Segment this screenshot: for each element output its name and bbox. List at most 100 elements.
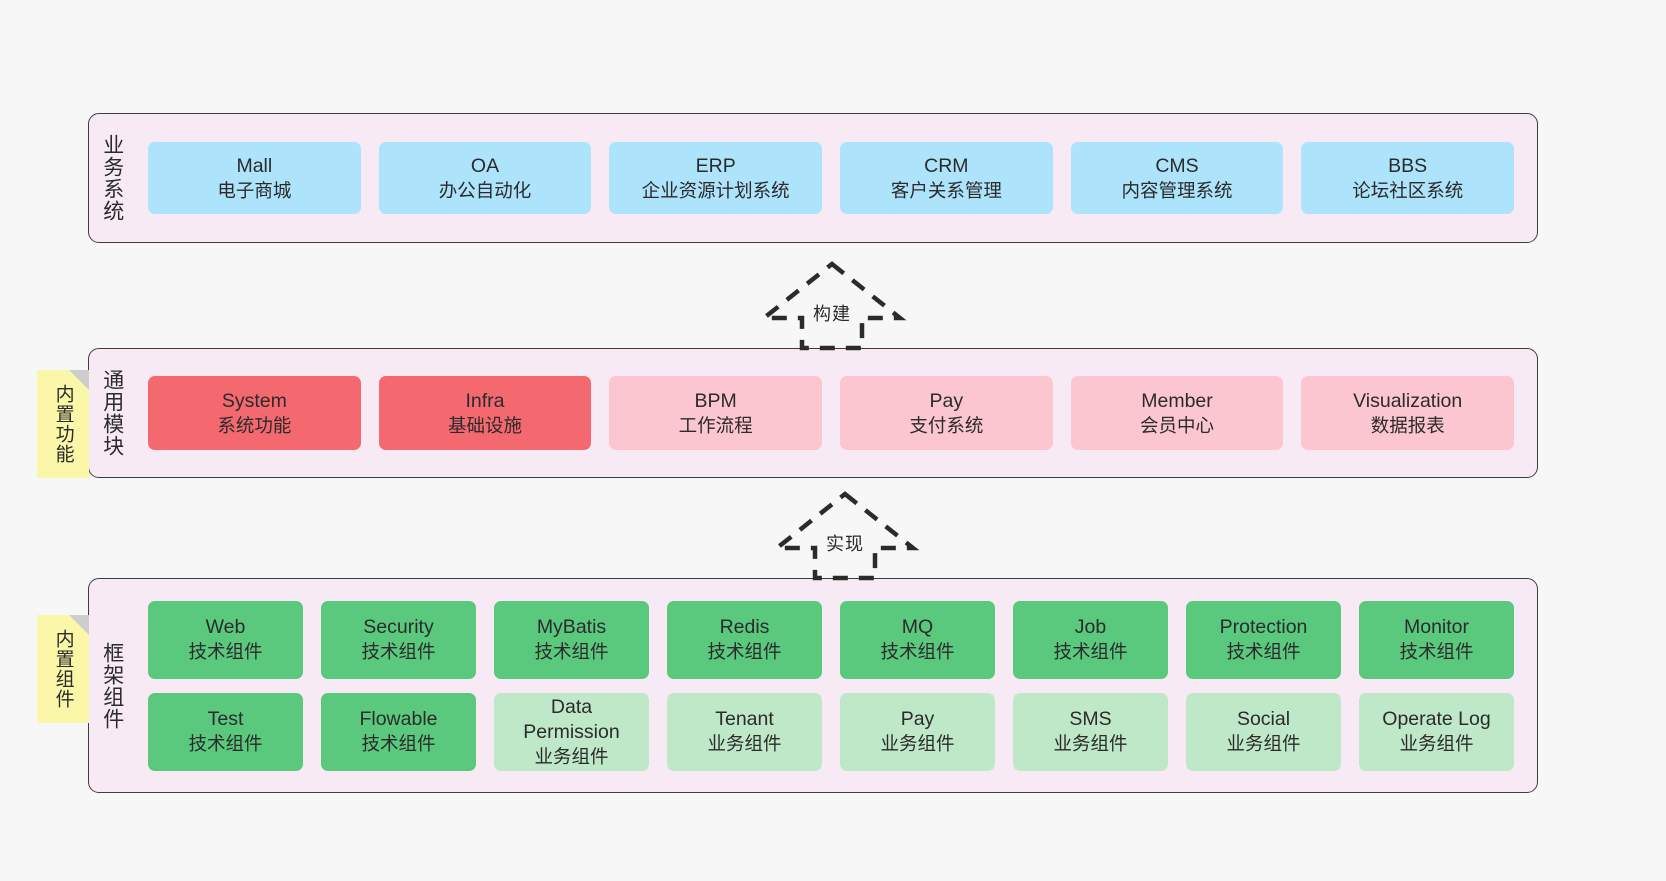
- card-erp[interactable]: ERP 企业资源计划系统: [609, 142, 823, 214]
- arrow-build: 构建: [757, 256, 907, 352]
- card-title: Pay: [929, 389, 964, 412]
- card-subtitle: 技术组件: [361, 641, 436, 663]
- card-subtitle: 技术组件: [1053, 641, 1128, 663]
- card-social[interactable]: Social 业务组件: [1186, 692, 1341, 771]
- layer-body-common-modules: System 系统功能 Infra 基础设施 BPM 工作流程 Pay 支付系统…: [135, 349, 1537, 477]
- arrow-implement-label: 实现: [826, 534, 864, 554]
- card-crm[interactable]: CRM 客户关系管理: [840, 142, 1053, 214]
- note-built-in-functions: 内置功能: [37, 370, 89, 478]
- card-subtitle: 技术组件: [707, 641, 782, 663]
- card-subtitle: 技术组件: [361, 733, 436, 755]
- card-subtitle: 数据报表: [1370, 414, 1445, 436]
- card-system[interactable]: System 系统功能: [148, 376, 361, 450]
- card-security[interactable]: Security 技术组件: [321, 600, 476, 679]
- card-title: System: [221, 389, 287, 412]
- layer-body-business-systems: Mall 电子商城 OA 办公自动化 ERP 企业资源计划系统 CRM 客户关系…: [135, 114, 1537, 242]
- card-subtitle: 支付系统: [909, 414, 984, 436]
- card-sms[interactable]: SMS 业务组件: [1013, 692, 1168, 771]
- card-protection[interactable]: Protection 技术组件: [1186, 600, 1341, 679]
- layer-business-systems: 业务系统 Mall 电子商城 OA 办公自动化 ERP 企业资源计划系统 CRM…: [88, 113, 1538, 243]
- card-tenant[interactable]: Tenant 业务组件: [667, 692, 822, 771]
- card-bbs[interactable]: BBS 论坛社区系统: [1301, 142, 1515, 214]
- note-label: 内置功能: [52, 384, 74, 464]
- card-job[interactable]: Job 技术组件: [1013, 600, 1168, 679]
- card-title: Mall: [236, 154, 273, 177]
- card-oa[interactable]: OA 办公自动化: [378, 142, 592, 214]
- card-pay-module[interactable]: Pay 支付系统: [840, 376, 1053, 450]
- card-title: Protection: [1219, 616, 1308, 639]
- card-title: MyBatis: [536, 616, 607, 639]
- card-title: SMS: [1069, 708, 1112, 731]
- framework-row-business: Test 技术组件 Flowable 技术组件 Data Permission …: [139, 692, 1523, 771]
- card-subtitle: 企业资源计划系统: [641, 179, 790, 201]
- layer-body-framework-components: Web 技术组件 Security 技术组件 MyBatis 技术组件 Redi…: [135, 579, 1537, 792]
- card-pay-component[interactable]: Pay 业务组件: [840, 692, 995, 771]
- card-monitor[interactable]: Monitor 技术组件: [1359, 600, 1514, 679]
- page-fold-icon: [69, 370, 89, 390]
- card-title: ERP: [695, 154, 736, 177]
- card-title: Data Permission: [523, 695, 620, 743]
- card-subtitle: 业务组件: [880, 733, 955, 755]
- card-cms[interactable]: CMS 内容管理系统: [1070, 142, 1284, 214]
- layer-common-modules: 通用模块 System 系统功能 Infra 基础设施 BPM 工作流程 Pay…: [88, 348, 1538, 478]
- card-title: Infra: [465, 389, 505, 412]
- note-built-in-components: 内置组件: [37, 615, 89, 723]
- card-title: Test: [207, 708, 244, 731]
- card-title: BBS: [1388, 154, 1428, 177]
- card-subtitle: 技术组件: [1226, 641, 1301, 663]
- card-redis[interactable]: Redis 技术组件: [667, 600, 822, 679]
- arrow-implement-icon: [770, 491, 920, 581]
- note-label: 内置组件: [52, 629, 74, 709]
- card-visualization[interactable]: Visualization 数据报表: [1301, 376, 1515, 450]
- card-subtitle: 办公自动化: [438, 179, 532, 201]
- card-mall[interactable]: Mall 电子商城: [148, 142, 361, 214]
- card-title: Pay: [900, 708, 935, 731]
- card-web[interactable]: Web 技术组件: [148, 600, 303, 679]
- card-title: Security: [363, 616, 434, 639]
- card-subtitle: 系统功能: [217, 414, 292, 436]
- card-title: Flowable: [359, 708, 438, 731]
- layer-framework-components: 框架组件 Web 技术组件 Security 技术组件 MyBatis 技术组件…: [88, 578, 1538, 793]
- card-subtitle: 会员中心: [1140, 414, 1215, 436]
- card-title: OA: [470, 154, 500, 177]
- card-title: Tenant: [715, 708, 774, 731]
- card-data-permission[interactable]: Data Permission 业务组件: [494, 692, 649, 771]
- card-subtitle: 电子商城: [217, 179, 292, 201]
- page-fold-icon: [69, 615, 89, 635]
- card-subtitle: 业务组件: [534, 745, 609, 767]
- card-subtitle: 论坛社区系统: [1352, 179, 1464, 201]
- card-title: Job: [1074, 616, 1107, 639]
- card-title: CRM: [924, 154, 969, 177]
- card-title: Monitor: [1403, 616, 1470, 639]
- card-title: Redis: [719, 616, 770, 639]
- card-subtitle: 技术组件: [1399, 641, 1474, 663]
- card-title: Social: [1236, 708, 1291, 731]
- card-subtitle: 技术组件: [188, 641, 263, 663]
- card-operate-log[interactable]: Operate Log 业务组件: [1359, 692, 1514, 771]
- card-mybatis[interactable]: MyBatis 技术组件: [494, 600, 649, 679]
- card-title: MQ: [901, 616, 934, 639]
- card-member[interactable]: Member 会员中心: [1070, 376, 1284, 450]
- card-subtitle: 业务组件: [1226, 733, 1301, 755]
- card-subtitle: 技术组件: [534, 641, 609, 663]
- card-infra[interactable]: Infra 基础设施: [378, 376, 592, 450]
- arrow-build-icon: [757, 261, 907, 351]
- card-mq[interactable]: MQ 技术组件: [840, 600, 995, 679]
- card-flowable[interactable]: Flowable 技术组件: [321, 692, 476, 771]
- layer-title-business-systems: 业务系统: [100, 134, 124, 222]
- card-subtitle: 基础设施: [448, 414, 523, 436]
- card-title: Operate Log: [1382, 708, 1491, 731]
- card-title: Web: [205, 616, 246, 639]
- layer-title-framework-components: 框架组件: [100, 641, 124, 730]
- card-subtitle: 业务组件: [707, 733, 782, 755]
- layer-title-common-modules: 通用模块: [100, 369, 124, 457]
- card-test[interactable]: Test 技术组件: [148, 692, 303, 771]
- card-subtitle: 内容管理系统: [1121, 179, 1233, 201]
- arrow-implement: 实现: [770, 486, 920, 582]
- card-title: Visualization: [1353, 389, 1463, 412]
- framework-row-tech: Web 技术组件 Security 技术组件 MyBatis 技术组件 Redi…: [139, 600, 1523, 679]
- card-title: CMS: [1155, 154, 1199, 177]
- card-subtitle: 客户关系管理: [890, 179, 1002, 201]
- card-bpm[interactable]: BPM 工作流程: [609, 376, 823, 450]
